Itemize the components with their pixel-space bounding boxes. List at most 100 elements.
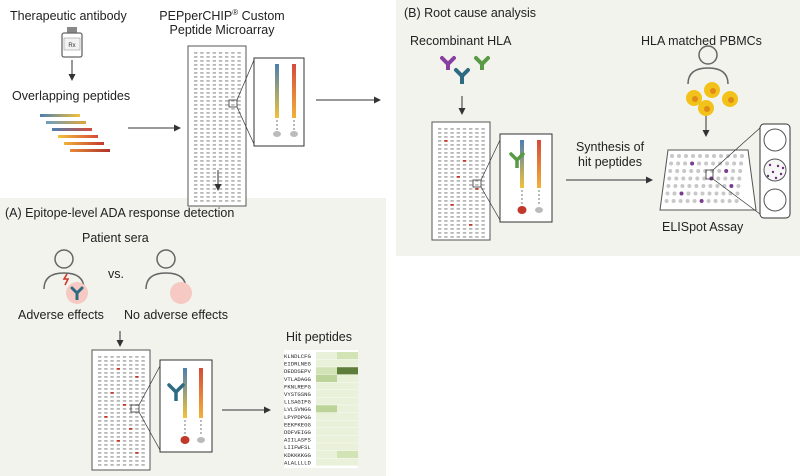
plate-well: [740, 154, 744, 158]
array-spot: [462, 212, 467, 214]
array-spot: [194, 88, 198, 90]
array-spot: [206, 156, 210, 158]
array-spot: [237, 136, 241, 138]
array-spot: [141, 380, 145, 382]
array-spot: [456, 172, 461, 174]
array-spot: [231, 116, 235, 118]
array-spot: [225, 52, 229, 54]
array-spot: [116, 388, 121, 390]
array-spot: [122, 452, 127, 454]
array-spot: [218, 100, 223, 102]
array-spot: [237, 96, 241, 98]
array-spot: [438, 188, 442, 190]
array-spot: [212, 152, 217, 154]
array-spot: [456, 224, 461, 226]
array-spot: [450, 196, 454, 198]
array-spot: [231, 60, 235, 62]
array-spot: [469, 196, 473, 198]
array-spot: [110, 464, 114, 466]
pbmc-cells-icon: [686, 82, 738, 116]
array-spot: [129, 356, 133, 358]
array-spot: [116, 364, 121, 366]
peptide-label: LPYPDPGG: [284, 414, 311, 421]
array-spot: [481, 188, 485, 190]
peptide-label: VYSTGSNG: [284, 391, 311, 398]
array-spot: [212, 52, 217, 54]
array-spot: [475, 136, 479, 138]
array-spot: [122, 364, 127, 366]
array-spot: [218, 120, 223, 122]
peptide-label: ALALLLLD: [284, 459, 311, 466]
microarray-spots-b: [438, 128, 485, 238]
array-spot: [218, 148, 223, 150]
array-spot: [98, 452, 102, 454]
array-spot: [218, 184, 223, 186]
array-spot: [200, 60, 204, 62]
heat-cell: [316, 359, 337, 367]
array-spot: [116, 404, 121, 406]
array-spot: [462, 196, 467, 198]
array-spot: [481, 140, 485, 142]
array-spot: [206, 200, 210, 202]
peptide-strand-icon: [520, 140, 524, 188]
array-spot: [462, 152, 467, 154]
array-spot: [110, 388, 114, 390]
plate-well: [682, 169, 687, 173]
heat-cell: [337, 352, 358, 360]
array-spot: [104, 364, 108, 366]
array-spot: [200, 196, 204, 198]
array-spot: [135, 400, 139, 402]
array-spot: [212, 56, 217, 58]
array-spot: [104, 384, 108, 386]
array-spot: [129, 368, 133, 370]
array-spot: [225, 64, 229, 66]
hit-spot: [110, 392, 114, 394]
array-spot: [194, 144, 198, 146]
array-spot: [141, 444, 145, 446]
array-spot: [98, 460, 102, 462]
array-spot: [200, 168, 204, 170]
array-spot: [206, 76, 210, 78]
array-spot: [481, 164, 485, 166]
array-spot: [231, 120, 235, 122]
array-spot: [212, 164, 217, 166]
array-spot: [237, 64, 241, 66]
heat-cell: [337, 397, 358, 405]
array-spot: [231, 64, 235, 66]
array-spot: [194, 128, 198, 130]
array-spot: [225, 192, 229, 194]
plate-well: [707, 191, 712, 196]
array-spot: [200, 180, 204, 182]
array-spot: [135, 448, 139, 450]
array-spot: [444, 156, 448, 158]
array-spot: [438, 128, 442, 130]
peptide-label: DDFVEIGG: [284, 429, 311, 436]
heat-cell: [316, 405, 337, 413]
array-spot: [200, 104, 204, 106]
array-spot: [438, 176, 442, 178]
overlapping-peptides-icon: [40, 114, 110, 152]
heat-cell: [316, 367, 337, 375]
array-spot: [122, 448, 127, 450]
array-spot: [469, 236, 473, 238]
array-spot: [116, 452, 121, 454]
array-spot: [135, 436, 139, 438]
array-spot: [206, 100, 210, 102]
array-spot: [444, 232, 448, 234]
array-spot: [212, 200, 217, 202]
plate-well: [705, 154, 709, 158]
array-spot: [438, 140, 442, 142]
array-spot: [116, 384, 121, 386]
array-spot: [122, 444, 127, 446]
array-spot: [481, 172, 485, 174]
array-spot: [462, 216, 467, 218]
array-spot: [231, 124, 235, 126]
array-spot: [462, 164, 467, 166]
plate-well: [717, 169, 722, 173]
array-spot: [450, 152, 454, 154]
array-spot: [462, 204, 467, 206]
array-spot: [141, 424, 145, 426]
array-spot: [444, 136, 448, 138]
heat-cell: [316, 397, 337, 405]
array-spot: [206, 68, 210, 70]
